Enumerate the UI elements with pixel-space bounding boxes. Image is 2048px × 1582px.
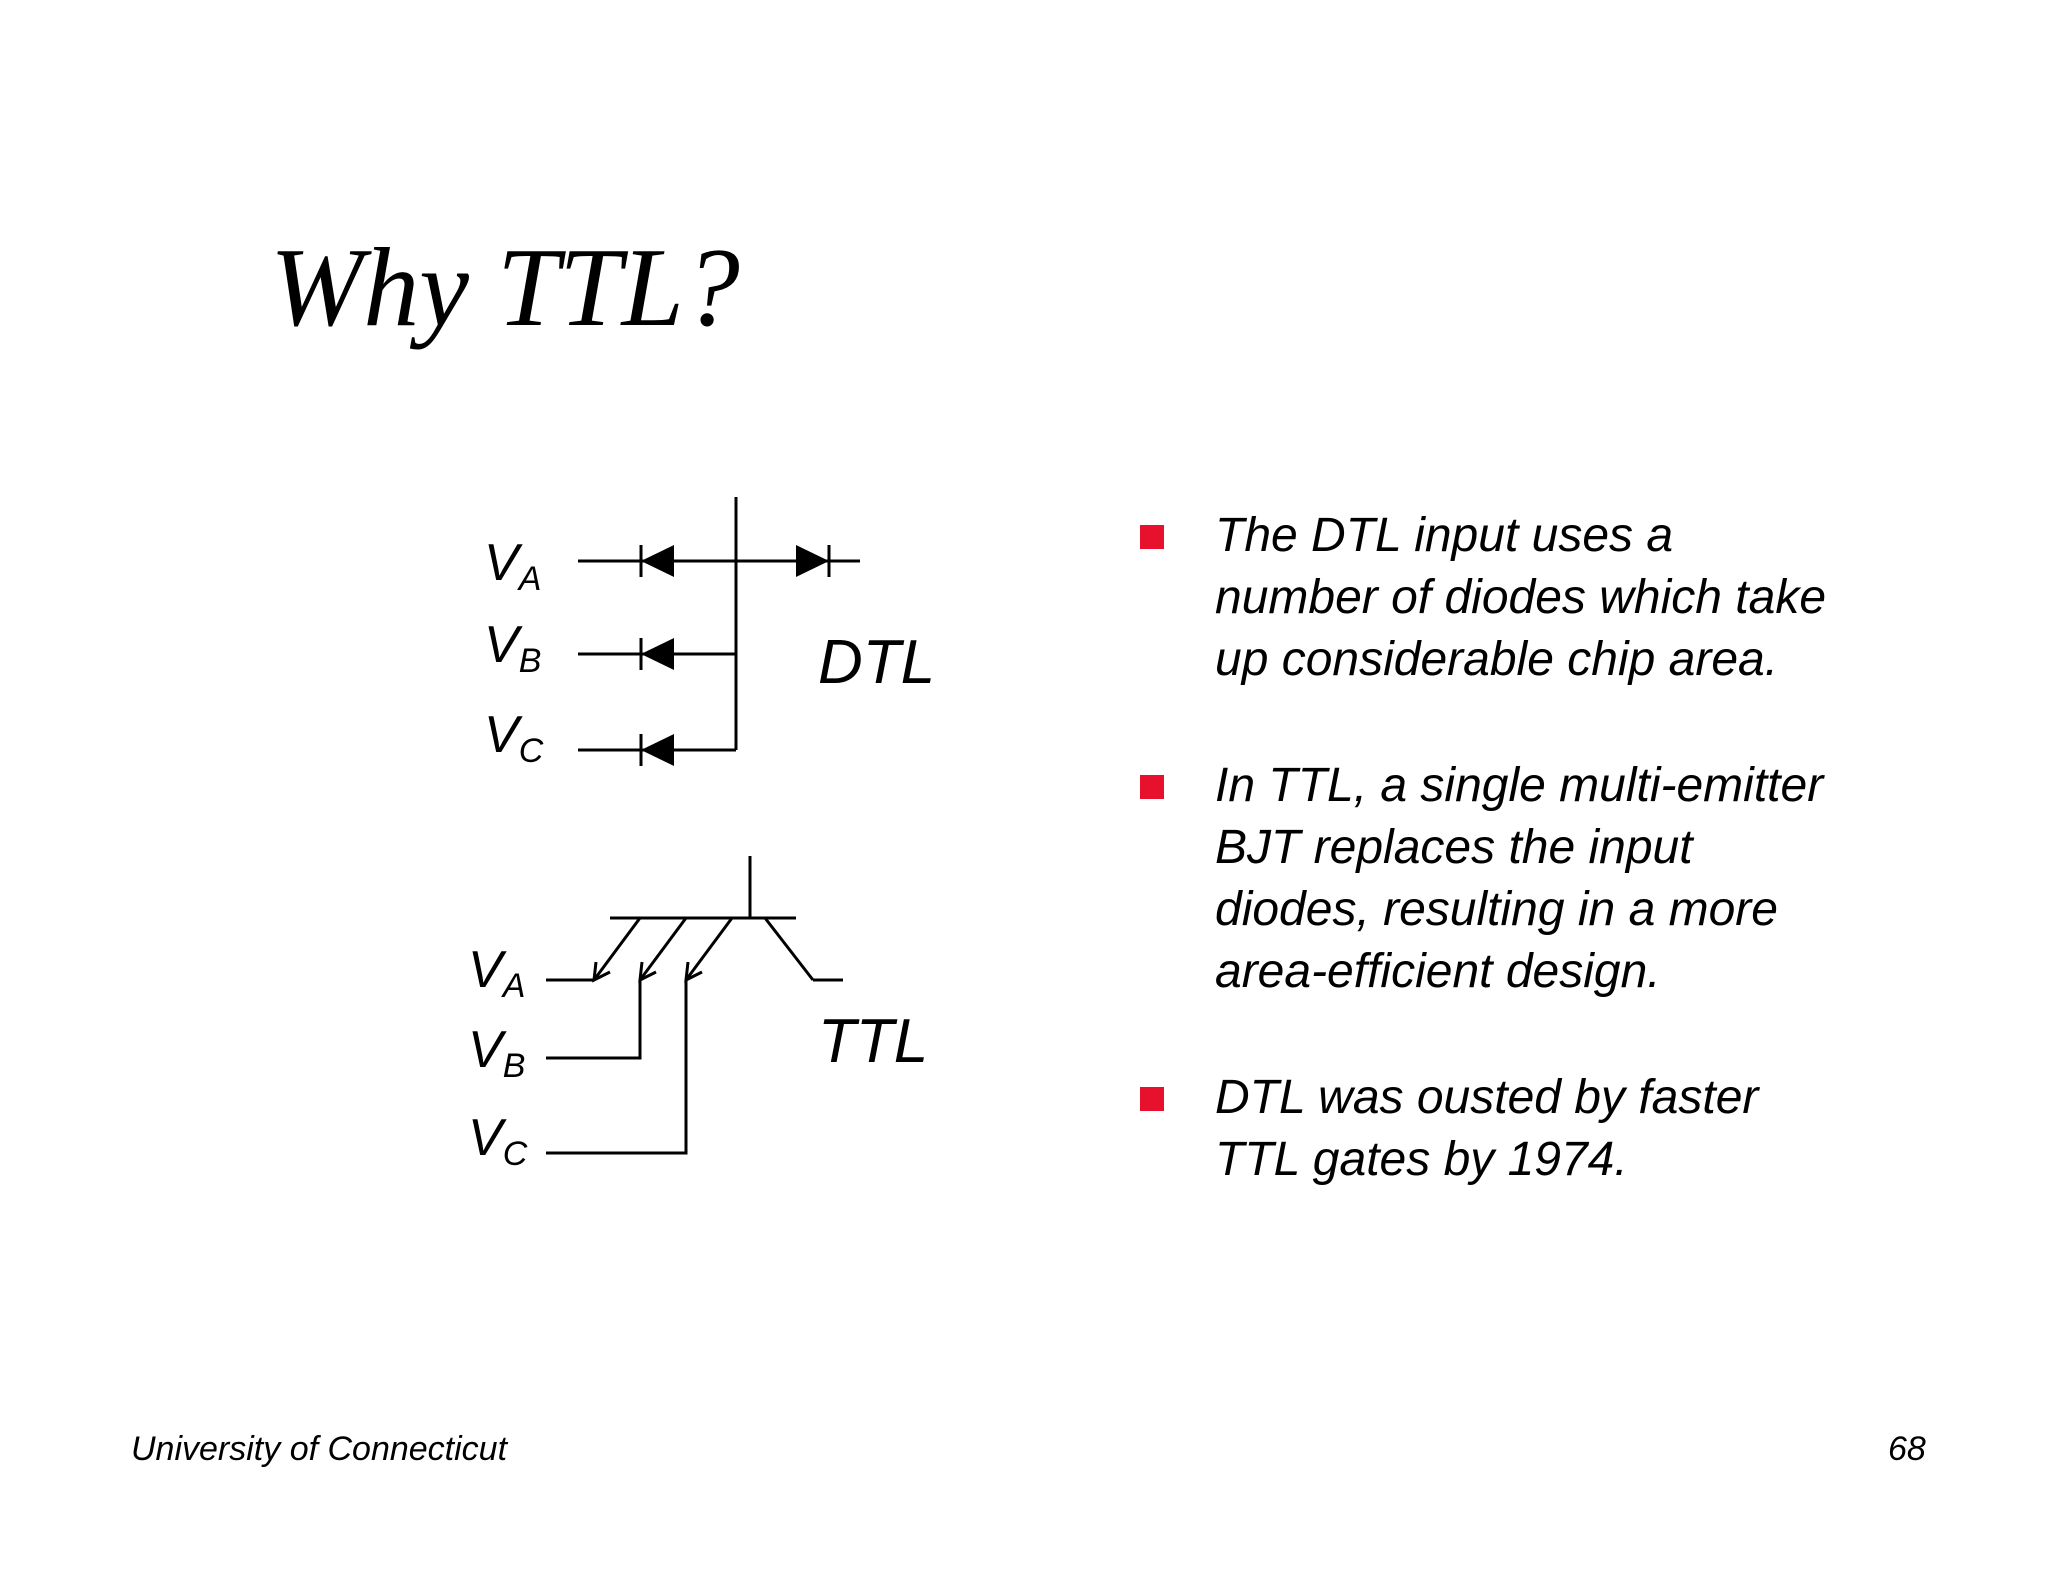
page-number: 68	[1888, 1430, 1926, 1468]
ttl-wire-c	[546, 980, 688, 1155]
ttl-arrow-a	[592, 961, 611, 983]
ttl-wire-b	[546, 980, 642, 1060]
bullet-text-line: The DTL input uses a	[1215, 509, 1674, 562]
ttl-circuit	[546, 856, 843, 1155]
ttl-label: TTL	[818, 1007, 928, 1076]
ttl-arrow-c	[684, 961, 703, 983]
ttl-input-label-b: VB	[468, 1021, 525, 1085]
ttl-emitter-b	[638, 917, 688, 981]
dtl-labels: VA VB VC DTL	[484, 534, 935, 770]
ttl-emitter-a	[592, 917, 642, 981]
ttl-emitter-c	[684, 917, 734, 981]
bullet-list: The DTL input uses a number of diodes wh…	[1140, 505, 1960, 1191]
dtl-diode-out	[796, 545, 829, 577]
dtl-input-label-a: VA	[484, 534, 541, 598]
bullet-text-line: DTL was ousted by faster	[1215, 1071, 1759, 1124]
ttl-arrow-b	[638, 961, 657, 983]
ttl-labels: VA VB VC TTL	[468, 941, 928, 1173]
bullet-text-line: up considerable chip area.	[1215, 633, 1779, 686]
ttl-input-label-c: VC	[468, 1109, 528, 1173]
ttl-input-label-a: VA	[468, 941, 525, 1005]
dtl-input-label-c: VC	[484, 706, 544, 770]
slide-title: Why TTL?	[270, 226, 740, 350]
bullet-item: DTL was ousted by faster TTL gates by 19…	[1140, 1067, 1960, 1191]
dtl-input-label-b: VB	[484, 616, 541, 680]
bullet-square-icon	[1140, 775, 1164, 799]
bullet-square-icon	[1140, 1087, 1164, 1111]
bullet-square-icon	[1140, 525, 1164, 549]
dtl-diode-b	[641, 638, 674, 670]
bullet-text-line: number of diodes which take	[1215, 571, 1827, 624]
bullet-item: The DTL input uses a number of diodes wh…	[1140, 505, 1960, 691]
bullet-text-line: BJT replaces the input	[1215, 821, 1693, 874]
dtl-circuit	[578, 497, 860, 766]
bullet-item: In TTL, a single multi-emitter BJT repla…	[1140, 755, 1960, 1003]
footer-institution: University of Connecticut	[131, 1430, 508, 1468]
bullet-text-line: diodes, resulting in a more	[1215, 883, 1778, 936]
bullet-text-line: area-efficient design.	[1215, 945, 1661, 998]
dtl-label: DTL	[818, 628, 935, 697]
dtl-diode-a	[641, 545, 674, 577]
bullet-text-line: TTL gates by 1974.	[1215, 1133, 1628, 1186]
ttl-collector	[763, 917, 815, 981]
dtl-diode-c	[641, 734, 674, 766]
bullet-text-line: In TTL, a single multi-emitter	[1215, 759, 1824, 812]
